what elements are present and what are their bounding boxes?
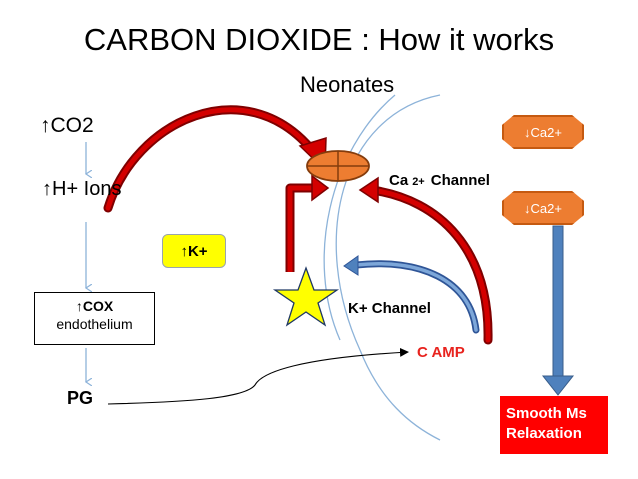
camp-label: C AMP: [417, 344, 465, 361]
ca-decrease-badge-2: ↓Ca2+: [502, 191, 584, 225]
ca-decrease-label-2: ↓Ca2+: [524, 200, 562, 216]
membrane-curve-outer: [335, 94, 441, 441]
cox-label: ↑COX: [75, 298, 114, 314]
arrow-pg-to-camp: [107, 347, 409, 405]
relaxation-label: Relaxation: [506, 425, 582, 442]
cox-box: ↑COX endothelium: [34, 292, 155, 345]
red-arrow-star-to-channel: [285, 183, 314, 272]
membrane-curve-inner: [323, 94, 396, 341]
endothelium-label: endothelium: [56, 316, 133, 332]
ca-channel-prefix: Ca: [389, 172, 409, 189]
blue-arrow-camp-to-k-channel: [352, 260, 480, 334]
h-ions-label: ↑H+ Ions: [42, 178, 122, 200]
page-title: CARBON DIOXIDE : How it works: [83, 22, 555, 57]
k-plus-box: ↑K+: [162, 234, 226, 268]
red-arrowhead-2: [311, 174, 330, 202]
blue-arrow-to-smooth-head: [541, 375, 575, 396]
blue-arrow-to-smooth-shaft: [552, 225, 564, 379]
ca-decrease-label-1: ↓Ca2+: [524, 124, 562, 140]
subtitle: Neonates: [300, 72, 395, 97]
smooth-muscle-relaxation-box: Smooth Ms Relaxation: [500, 396, 608, 454]
ca-decrease-badge-1: ↓Ca2+: [502, 115, 584, 149]
ca-channel-charge: 2+: [412, 176, 425, 188]
pg-label: PG: [67, 388, 94, 408]
co2-label: ↑CO2: [40, 114, 94, 137]
k-channel-label: K+ Channel: [348, 300, 431, 317]
smooth-muscle-label: Smooth Ms: [506, 405, 587, 422]
red-arrowhead-3: [358, 176, 379, 204]
ca-channel-suffix: Channel: [430, 172, 490, 189]
blue-arrowhead: [343, 255, 359, 276]
k-plus-label: ↑K+: [180, 242, 208, 260]
k-channel-star-icon: [272, 266, 340, 327]
